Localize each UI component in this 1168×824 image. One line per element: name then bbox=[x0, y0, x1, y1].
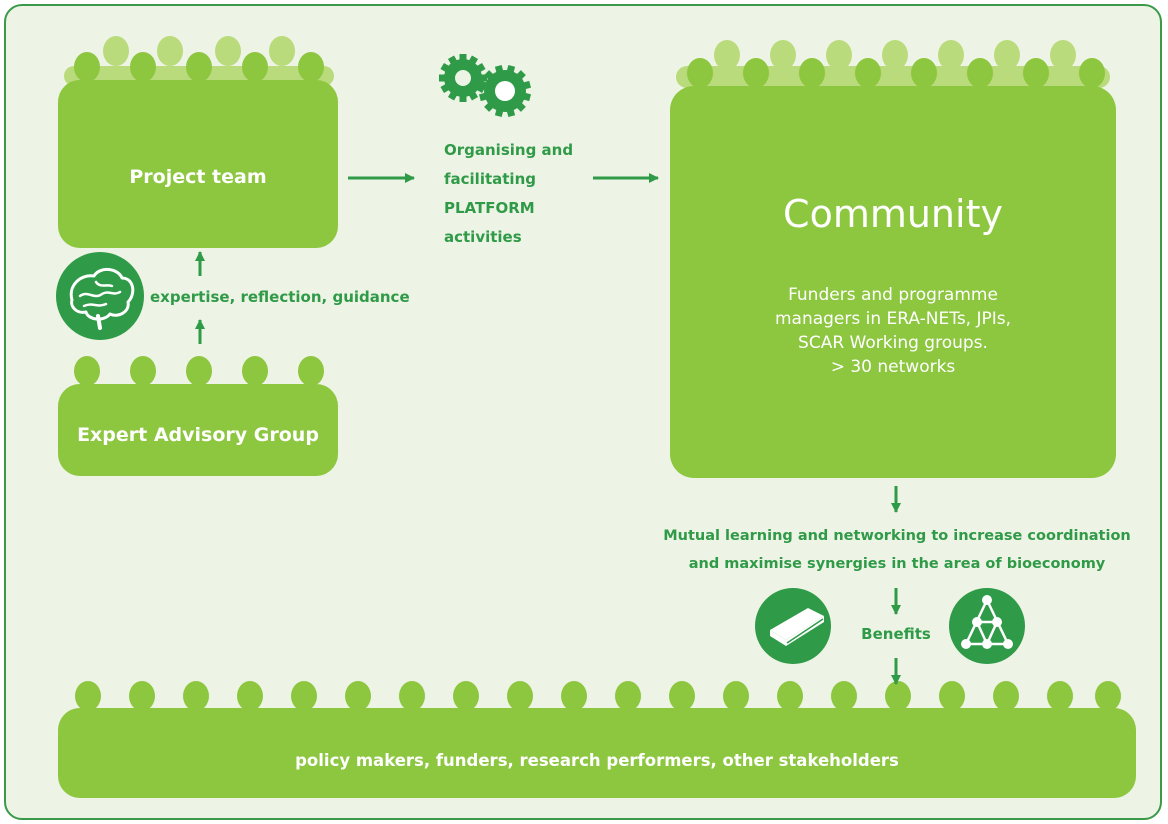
community-description-line: SCAR Working groups. bbox=[798, 333, 988, 353]
benefits-label: Benefits bbox=[861, 625, 931, 643]
community-description: Funders and programme managers in ERA-NE… bbox=[670, 283, 1116, 379]
arrows bbox=[195, 173, 901, 685]
book-icon bbox=[755, 588, 831, 664]
outcome-line: and maximise synergies in the area of bi… bbox=[688, 556, 1106, 572]
network-icon bbox=[949, 588, 1025, 664]
stakeholders-box bbox=[58, 681, 1136, 798]
expert-advisory-group-label: Expert Advisory Group bbox=[77, 424, 319, 446]
expert-advisory-group-box bbox=[58, 356, 338, 476]
community-description-line: > 30 networks bbox=[830, 357, 956, 377]
stakeholders-label: policy makers, funders, research perform… bbox=[295, 751, 899, 770]
advisory-link-label: expertise, reflection, guidance bbox=[150, 288, 410, 306]
community-description-line: Funders and programme bbox=[788, 285, 998, 305]
project-team-label: Project team bbox=[129, 166, 267, 188]
outcome-line: Mutual learning and networking to increa… bbox=[663, 528, 1131, 544]
brain-icon bbox=[56, 252, 144, 340]
outcome-label: Mutual learning and networking to increa… bbox=[632, 522, 1162, 578]
community-box bbox=[670, 58, 1116, 478]
community-title: Community bbox=[783, 192, 1003, 236]
platform-activities-label: Organising and facilitating PLATFORM act… bbox=[444, 141, 574, 246]
project-team-box bbox=[58, 52, 338, 248]
community-back-heads bbox=[676, 40, 1110, 88]
community-description-line: managers in ERA-NETs, JPIs, bbox=[774, 309, 1012, 329]
gears-icon bbox=[439, 54, 532, 118]
